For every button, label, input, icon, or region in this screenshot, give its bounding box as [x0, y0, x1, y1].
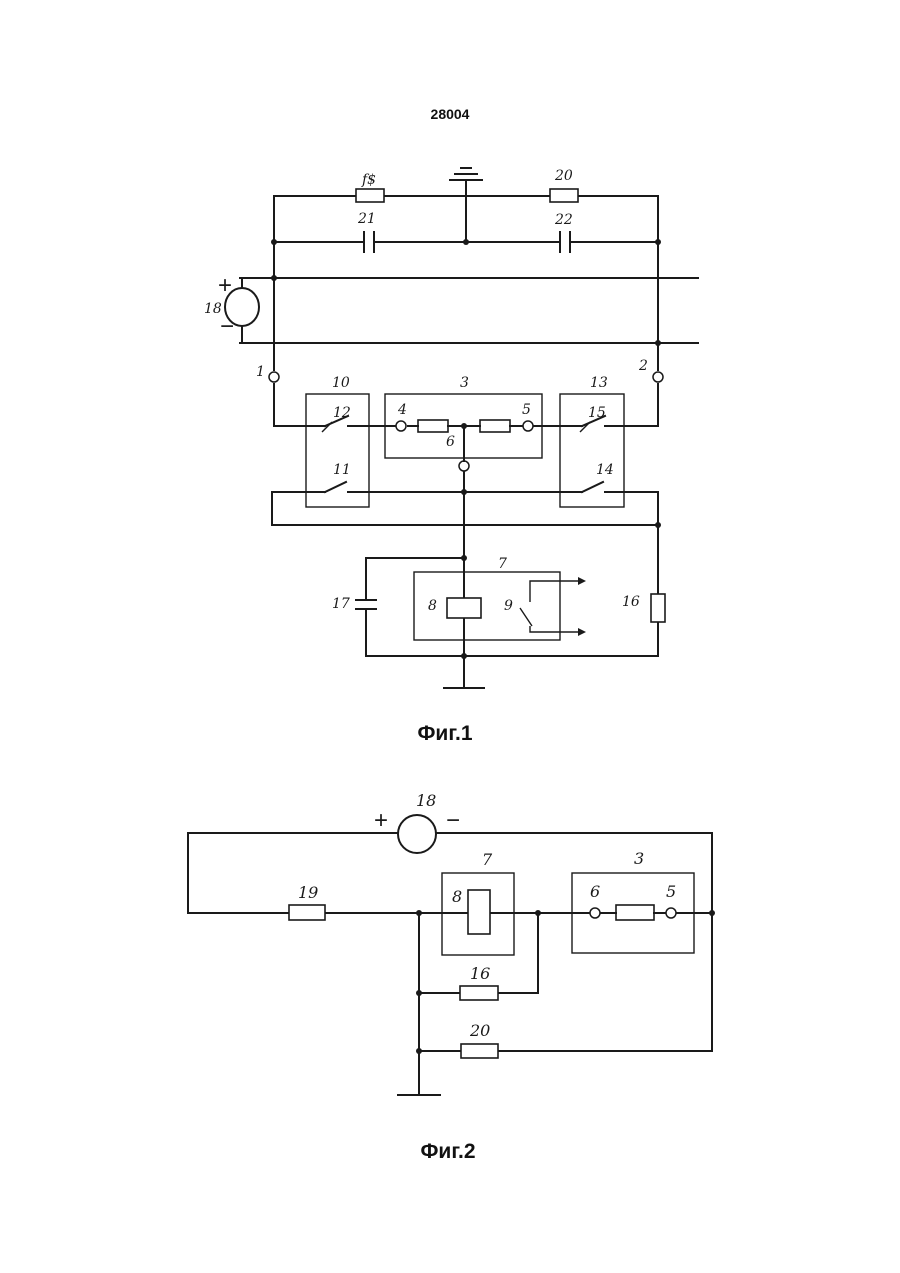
fig1-capacitor-17	[356, 600, 376, 609]
fig1-switch-11	[325, 482, 346, 492]
fig1-terminal-1	[269, 372, 279, 382]
fig1-label-15: 15	[588, 405, 606, 421]
fig1-resistor-f	[356, 189, 384, 202]
fig2-label-18: 18	[416, 791, 436, 810]
fig1-terminal-4	[396, 421, 406, 431]
fig1-contact-9	[520, 577, 586, 636]
fig1-label-1: 1	[256, 364, 265, 380]
fig2-label-7: 7	[482, 850, 493, 869]
fig2-label-minus: −	[446, 807, 460, 834]
fig1-label-5: 5	[522, 402, 531, 418]
figure-2-caption: Фиг.2	[388, 1140, 508, 1164]
fig1-label-17: 17	[332, 596, 350, 612]
fig1-label-minus: −	[220, 313, 234, 340]
fig1-capacitor-22	[560, 232, 570, 252]
fig1-terminal-6	[459, 461, 469, 471]
fig1-label-11: 11	[333, 462, 351, 478]
fig1-label-plus: +	[218, 272, 232, 299]
fig1-label-2: 2	[638, 358, 648, 374]
fig1-resistor-3b	[480, 420, 510, 432]
fig1-label-10: 10	[332, 375, 350, 391]
fig1-label-13: 13	[590, 375, 608, 391]
fig1-ground-top-icon	[450, 168, 482, 180]
fig2-terminal-5	[666, 908, 676, 918]
fig1-relay-coil-8	[447, 598, 481, 618]
fig2-junctions	[416, 910, 715, 1054]
fig2-label-6: 6	[590, 882, 600, 901]
fig1-label-20: 20	[554, 168, 573, 184]
fig2-resistor-19	[289, 905, 325, 920]
fig1-label-4: 4	[397, 402, 407, 418]
fig2-label-plus: +	[374, 807, 388, 834]
fig1-label-16: 16	[622, 594, 640, 610]
fig1-capacitor-21	[364, 232, 374, 252]
fig1-label-9: 9	[504, 598, 513, 614]
fig2-label-16: 16	[470, 964, 490, 983]
fig1-label-3: 3	[460, 375, 469, 391]
fig2-label-20: 20	[469, 1021, 490, 1040]
fig2-label-3: 3	[634, 849, 644, 868]
figure-1-caption: Фиг.1	[385, 722, 505, 746]
fig2-resistor-3	[616, 905, 654, 920]
fig1-label-12: 12	[333, 405, 351, 421]
fig1-resistor-3a	[418, 420, 448, 432]
fig1-label-7: 7	[498, 556, 507, 572]
fig2-resistor-20	[461, 1044, 498, 1058]
fig1-resistor-20	[550, 189, 578, 202]
fig2-terminal-6	[590, 908, 600, 918]
fig1-terminal-5	[523, 421, 533, 431]
fig1-label-21: 21	[357, 211, 376, 227]
fig2-relay-coil-8	[468, 890, 490, 934]
fig2-label-19: 19	[298, 883, 318, 902]
fig1-label-18: 18	[204, 301, 222, 317]
fig1-terminal-2	[653, 372, 663, 382]
fig1-labels: f$ 20 21 22 + − 18 1 2 10 3 13 12 4 5 15…	[204, 168, 648, 614]
fig1-junctions	[271, 239, 661, 659]
fig1-label-22: 22	[554, 212, 573, 228]
fig1-label-f: f$	[361, 172, 376, 188]
fig1-label-14: 14	[596, 462, 614, 478]
fig2-wiring	[188, 833, 712, 1095]
fig1-resistor-16	[651, 594, 665, 622]
fig1-switch-14	[582, 482, 603, 492]
fig2-label-8: 8	[452, 887, 462, 906]
fig1-label-8: 8	[428, 598, 437, 614]
fig2-resistor-16	[460, 986, 498, 1000]
fig2-voltage-source-18	[398, 815, 436, 853]
fig2-label-5: 5	[666, 882, 676, 901]
fig1-label-6: 6	[446, 434, 455, 450]
